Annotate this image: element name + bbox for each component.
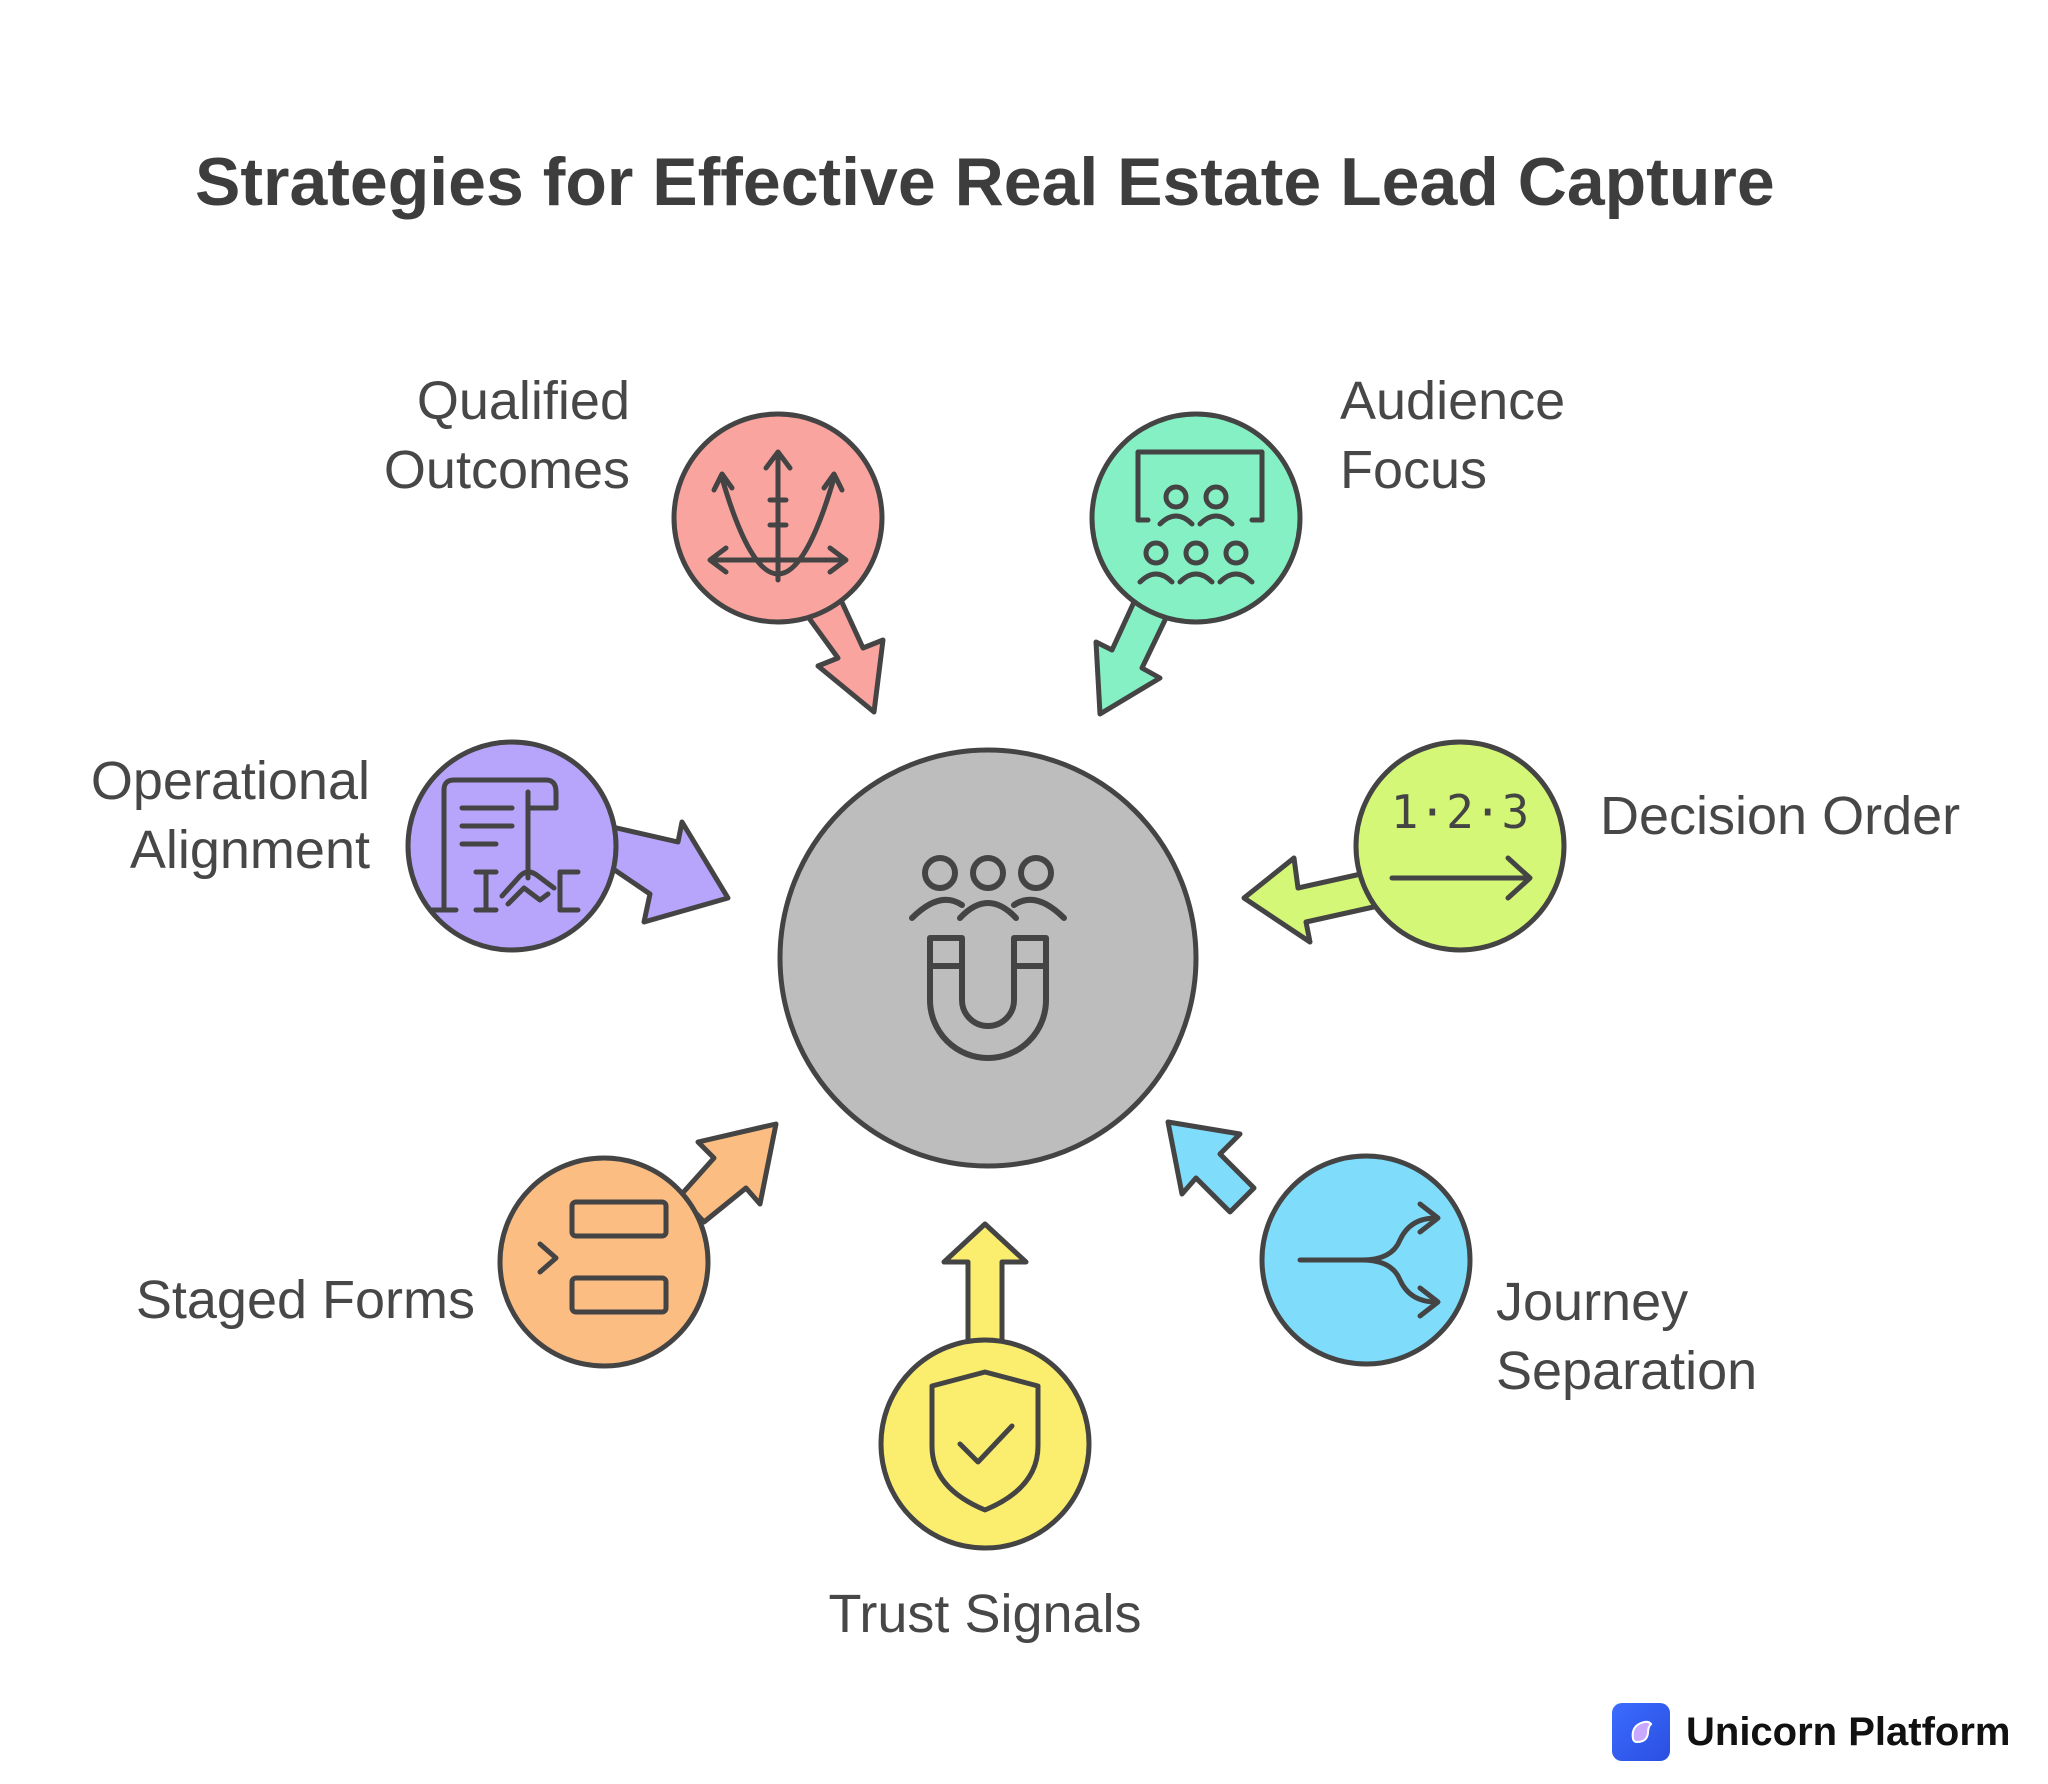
label-trust-signals: Trust Signals — [785, 1580, 1185, 1649]
label-staged-forms: Staged Forms — [60, 1266, 475, 1335]
label-line: Outcomes — [383, 440, 630, 500]
contract-handshake-icon — [429, 777, 581, 913]
form-fields-icon — [537, 1199, 669, 1315]
label-line: Audience — [1340, 371, 1566, 431]
unicorn-platform-logo-icon — [1612, 1703, 1670, 1761]
center-node — [777, 747, 1199, 1169]
diagram-title: Strategies for Effective Real Estate Lea… — [195, 144, 1775, 220]
label-line: Alignment — [129, 820, 370, 880]
audience-icon — [1135, 449, 1265, 585]
sequence-123-icon — [1389, 855, 1533, 901]
parabola-graph-icon — [707, 449, 849, 583]
label-line: Trust Signals — [828, 1584, 1142, 1644]
label-line: Journey — [1496, 1272, 1689, 1332]
node-journey-separation — [1165, 1119, 1473, 1367]
people-magnet-icon — [909, 855, 1067, 1061]
brand-name: Unicorn Platform — [1686, 1709, 2011, 1754]
label-line: Staged Forms — [135, 1270, 475, 1330]
label-line: Focus — [1340, 440, 1488, 500]
sequence-123-label: 1·2·3 — [1391, 785, 1529, 839]
label-operational-alignment: Operational Alignment — [40, 747, 370, 885]
shield-check-icon — [929, 1369, 1041, 1513]
node-staged-forms — [497, 1121, 779, 1369]
label-line: Operational — [90, 751, 370, 811]
node-trust-signals — [878, 1221, 1092, 1551]
label-audience-focus: Audience Focus — [1340, 367, 1565, 505]
label-qualified-outcomes: Qualified Outcomes — [350, 367, 630, 505]
node-audience-focus — [1089, 411, 1303, 717]
node-decision-order: 1·2·3 — [1241, 739, 1567, 953]
node-operational-alignment — [405, 739, 731, 953]
node-qualified-outcomes — [671, 411, 886, 715]
label-journey-separation: Journey Separation — [1496, 1268, 1757, 1406]
brand-badge[interactable]: Unicorn Platform — [1612, 1703, 2010, 1761]
label-line: Qualified — [416, 371, 630, 431]
label-decision-order: Decision Order — [1600, 782, 1960, 851]
label-line: Decision Order — [1600, 786, 1961, 846]
split-arrow-icon — [1297, 1201, 1441, 1319]
label-line: Separation — [1496, 1341, 1758, 1401]
